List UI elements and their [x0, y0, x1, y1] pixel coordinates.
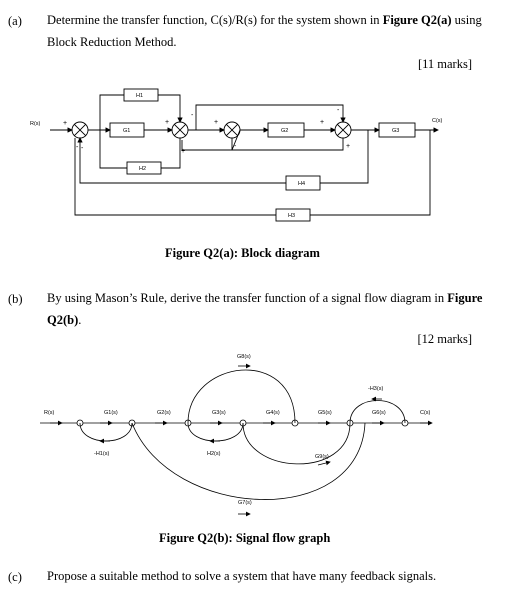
branch-label: G1(s) [104, 410, 118, 416]
branch-label: G4(s) [266, 410, 280, 416]
sum-junction-4 [334, 121, 352, 139]
sign-plus: + [63, 120, 67, 127]
question-a-line2: Block Reduction Method. [47, 35, 177, 49]
branch-label: -H1(s) [94, 451, 109, 457]
question-a-label: (a) [8, 14, 22, 28]
signal-flow-graph: R(s) G1(s) G2(s) G3(s) G4(s) G5(s) G6(s)… [40, 354, 433, 517]
figure-q2b-caption: Figure Q2(b): Signal flow graph [159, 531, 331, 545]
question-a-line1-end: using [451, 13, 482, 27]
block-g1-label: G1 [123, 128, 130, 134]
question-a-figure-ref: Figure Q2(a) [382, 13, 452, 27]
question-c-label: (c) [8, 570, 22, 584]
question-a-text: Determine the transfer function, C(s)/R(… [47, 9, 487, 53]
sign-plus: + [346, 143, 350, 150]
question-c-text: Propose a suitable method to solve a sys… [47, 569, 437, 583]
branch-label: G2(s) [157, 410, 171, 416]
sign-minus: - [76, 144, 79, 151]
diagram-output-label: C(s) [432, 118, 443, 124]
branch-label: G6(s) [372, 410, 386, 416]
sign-plus: + [181, 148, 185, 155]
branch-label: R(s) [44, 410, 55, 416]
branch-label: H2(s) [207, 451, 221, 457]
sign-plus: + [214, 119, 218, 126]
sign-plus: + [165, 119, 169, 126]
block-h3-label: H3 [288, 213, 295, 219]
sign-minus: - [191, 112, 194, 119]
branch-label: C(s) [420, 410, 431, 416]
question-b-text: By using Mason’s Rule, derive the transf… [47, 287, 487, 331]
figure-q2a-caption: Figure Q2(a): Block diagram [165, 246, 320, 260]
block-h2-label: H2 [139, 166, 146, 172]
branch-label: -H3(s) [368, 386, 383, 392]
block-h4-label: H4 [298, 181, 305, 187]
question-b-figure-ref: Figure [447, 291, 483, 305]
block-g3-label: G3 [392, 128, 399, 134]
question-b-label: (b) [8, 292, 23, 306]
question-a-marks: [11 marks] [417, 57, 472, 71]
question-a-line1: Determine the transfer function, C(s)/R(… [47, 13, 383, 27]
question-b-line1: By using Mason’s Rule, derive the transf… [47, 291, 448, 305]
branch-label: G9(s) [315, 454, 329, 460]
sum-junction-2 [171, 121, 189, 139]
question-b-marks: [12 marks] [417, 332, 473, 346]
block-g2-label: G2 [281, 128, 288, 134]
question-b-figure-ref-2: Q2(b) [47, 313, 79, 327]
diagram-input-label: R(s) [30, 121, 41, 127]
sign-minus: - [81, 145, 84, 152]
question-b-line2-end: . [78, 313, 82, 327]
branch-label: G3(s) [212, 410, 226, 416]
sign-minus: - [234, 143, 237, 150]
block-diagram: R(s) C(s) H1 G1 H2 G2 H4 G3 H3 + - + - +… [30, 88, 443, 222]
sign-plus: + [320, 119, 324, 126]
branch-label: G7(s) [238, 500, 252, 506]
branch-label: G5(s) [318, 410, 332, 416]
sum-junction-1 [71, 121, 89, 139]
sign-minus: - [337, 107, 340, 114]
branch-label: G8(s) [237, 354, 251, 360]
block-h1-label: H1 [136, 93, 143, 99]
